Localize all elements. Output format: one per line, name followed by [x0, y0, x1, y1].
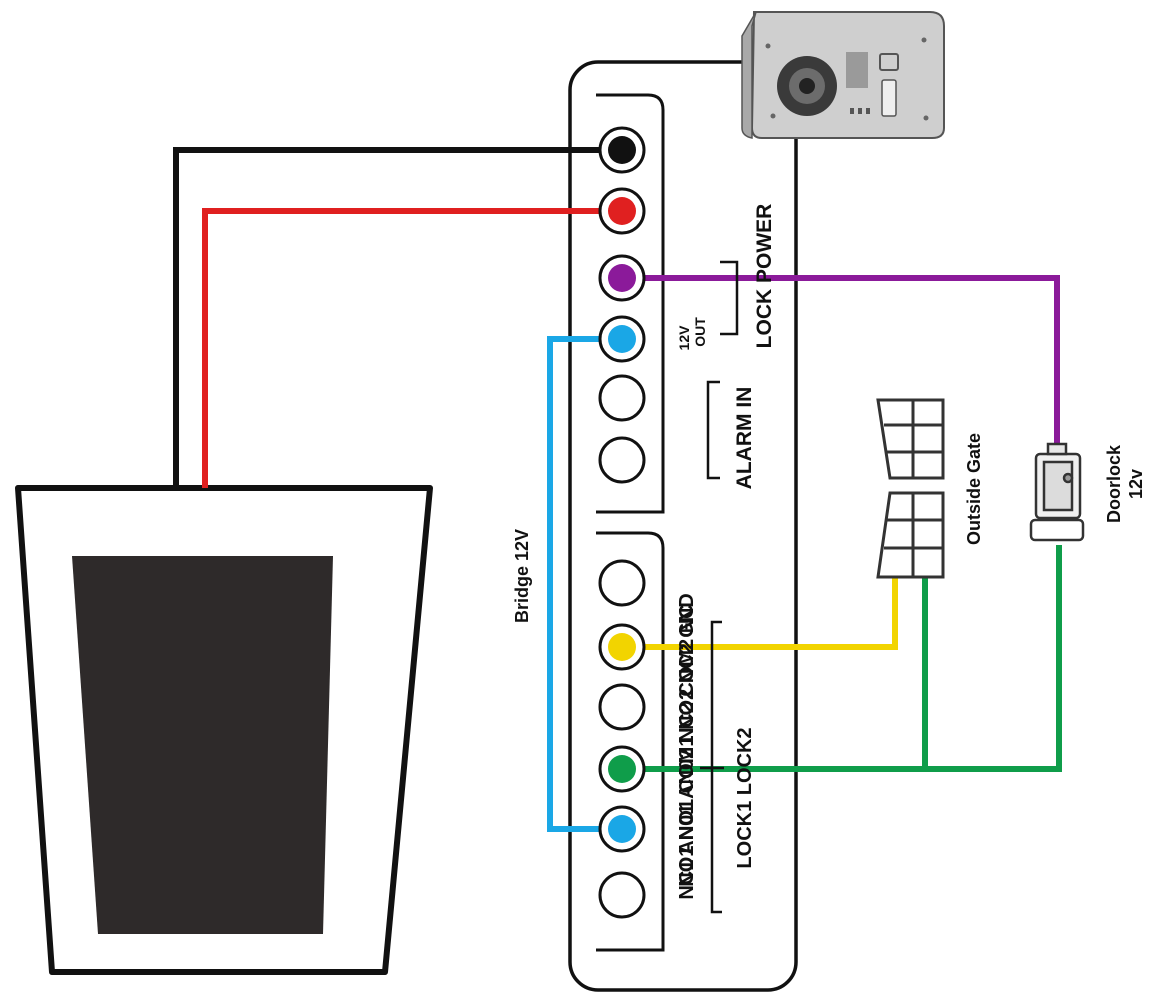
indoor-monitor-icon [15, 485, 433, 975]
monitor-screen [72, 556, 333, 934]
terminal-blue-upper [598, 315, 646, 363]
terminal-blue-lower [598, 805, 646, 853]
doorlock-label-line2: 12v [1126, 469, 1146, 499]
terminal-green [598, 745, 646, 793]
red-wire [202, 208, 622, 488]
brackets [700, 260, 739, 914]
terminal-empty [598, 871, 646, 919]
wires [173, 147, 1062, 832]
terminal-empty [598, 436, 646, 484]
terminal-empty [598, 374, 646, 422]
out-12v-label-line2: OUT [692, 317, 708, 347]
door-station-icon [741, 11, 945, 139]
terminal-purple [598, 254, 646, 302]
lock-terminal-labels-a: NC1 AN01 AN02 NC2 COM2 NC [676, 604, 698, 899]
terminal-black [598, 126, 646, 174]
door-lock-icon [1029, 442, 1085, 542]
black-wire [173, 147, 622, 488]
alarm-in-bracket [706, 380, 720, 480]
doorlock-label-line1: Doorlock [1104, 444, 1124, 523]
green-wire [622, 545, 1062, 772]
outside-gate-label: Outside Gate [964, 433, 984, 545]
upper-terminals [598, 126, 646, 484]
lock1-lock2-label: LOCK1 LOCK2 [734, 727, 756, 868]
terminal-red [598, 187, 646, 235]
blue-bridge-wire [547, 336, 622, 832]
terminal-yellow [598, 623, 646, 671]
lower-terminals [598, 559, 646, 919]
out-12v-label-line1: 12V [676, 325, 692, 351]
alarm-in-label: ALARM IN [733, 387, 756, 490]
lock-terminal-labels-b: NO1 NO1 COM1 NO2 NC2 GND [676, 593, 698, 886]
lock-power-bracket [720, 260, 739, 336]
terminal-empty [598, 559, 646, 607]
terminal-empty [598, 683, 646, 731]
bridge-12v-label: Bridge 12V [512, 529, 532, 623]
purple-wire [622, 275, 1060, 458]
gate-lock-icon [876, 398, 945, 579]
lock-power-label: LOCK POWER [753, 204, 776, 349]
